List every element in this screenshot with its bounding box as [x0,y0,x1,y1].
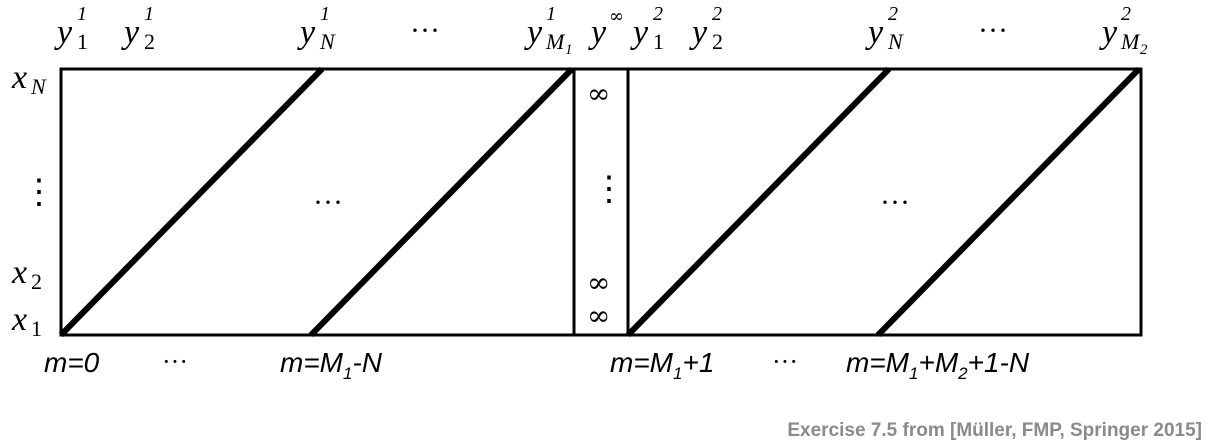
diagonal-line-4 [875,66,1142,338]
label-y-infinity: y ∞ [588,6,624,51]
label-x2: x 2 [11,254,42,294]
label-x1: x 1 [11,301,42,341]
svg-text:y: y [630,14,649,51]
svg-text:y: y [524,14,543,51]
svg-text:N: N [319,29,336,54]
svg-text:1: 1 [320,3,330,25]
label-y2-M2: y M 2 2 [1099,3,1148,58]
svg-text:M: M [1120,29,1141,54]
svg-text:1: 1 [77,3,87,25]
svg-text:N: N [30,74,47,99]
svg-text:2: 2 [712,3,722,25]
right-matrix-box [626,67,1143,337]
label-m-last: m=M1+M2+1-N [846,347,1030,383]
svg-text:1: 1 [653,29,664,54]
left-vertical-dots: ⋮ [22,174,56,211]
diagonal-line-1 [58,66,325,338]
label-y1-M1: y M 1 1 [524,3,573,58]
svg-text:1: 1 [546,3,556,25]
infinity-top: ∞ [587,77,610,110]
svg-text:y: y [588,14,607,51]
svg-text:y: y [689,14,708,51]
top-dots-right: ··· [978,14,1008,47]
top-dots-left: ··· [410,14,440,47]
svg-text:y: y [1099,14,1118,51]
infinity-bottom: ∞ [587,299,610,332]
label-y2-2: y 2 2 [689,3,723,54]
bottom-dots-left: ··· [162,347,188,376]
svg-text:y: y [121,14,140,51]
label-m-M1-plus-1: m=M1+1 [610,347,714,383]
infinity-vertical-dots: ⋮ [592,171,626,208]
bottom-dots-right: ··· [772,347,798,376]
svg-text:m=M1-N: m=M1-N [280,347,383,383]
svg-text:2: 2 [653,3,663,25]
label-y1-N: y N 1 [297,3,336,54]
svg-text:x: x [11,59,27,96]
label-m-M1-minus-N: m=M1-N [280,347,383,383]
diagonal-line-3 [625,66,892,338]
svg-text:2: 2 [31,269,42,294]
svg-text:M: M [545,29,566,54]
svg-text:2: 2 [1140,42,1148,58]
infinity-middle: ∞ [587,266,610,299]
center-dots-right: ··· [880,186,910,219]
svg-text:y: y [54,14,73,51]
source-credit: Exercise 7.5 from [Müller, FMP, Springer… [787,420,1202,441]
svg-text:2: 2 [888,3,898,25]
svg-text:1: 1 [144,3,154,25]
svg-text:1: 1 [77,29,88,54]
svg-text:x: x [11,254,27,291]
svg-text:∞: ∞ [609,6,624,27]
svg-text:y: y [297,14,316,51]
diagonal-line-2 [308,66,575,338]
label-y1-2: y 2 1 [121,3,155,54]
svg-text:1: 1 [565,42,573,58]
svg-text:N: N [887,29,904,54]
label-y2-N: y N 2 [865,3,904,54]
label-y1-1: y 1 1 [54,3,88,54]
label-m-0: m=0 [44,347,100,378]
center-dots-left: ··· [313,186,343,219]
svg-text:m=M1+1: m=M1+1 [610,347,714,383]
svg-text:2: 2 [712,29,723,54]
svg-text:y: y [865,14,884,51]
svg-text:2: 2 [144,29,155,54]
label-xN: x N [11,59,47,99]
svg-text:2: 2 [1121,3,1131,25]
svg-text:1: 1 [31,316,42,341]
label-y2-1: y 1 2 [630,3,664,54]
svg-text:m=M1+M2+1-N: m=M1+M2+1-N [846,347,1030,383]
svg-text:x: x [11,301,27,338]
